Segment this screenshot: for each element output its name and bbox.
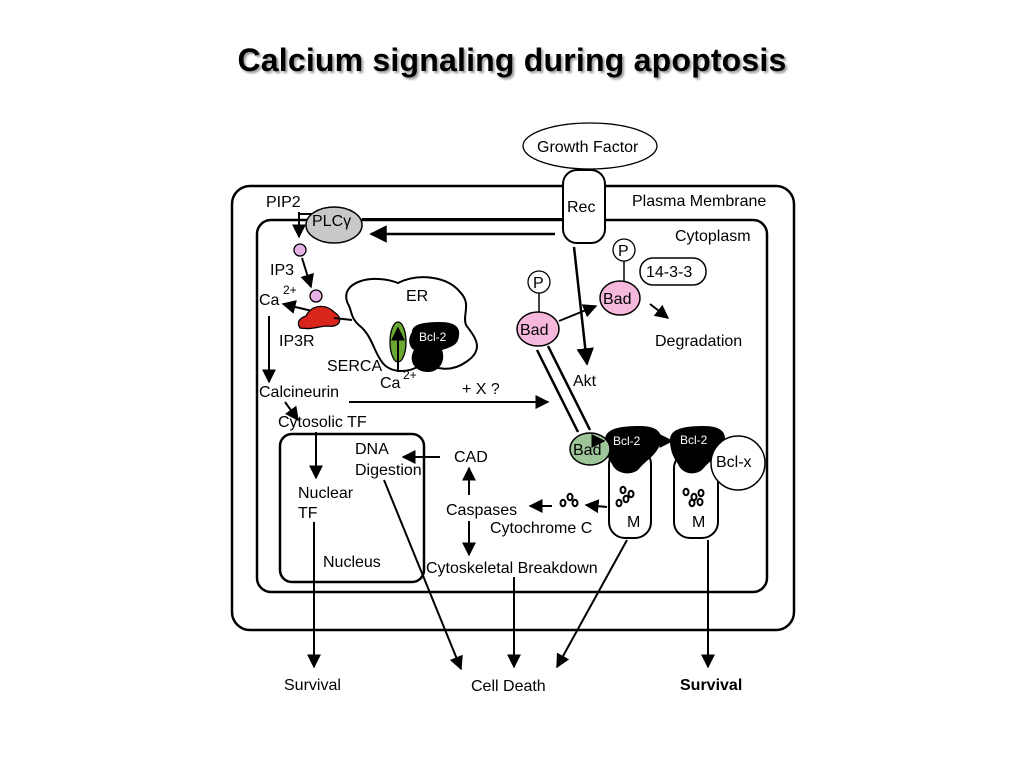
ca-bottom-superscript: 2+ xyxy=(403,368,417,382)
bcl2-mito-1-shape xyxy=(605,426,662,474)
dna-to-cell-death-arrow xyxy=(383,479,463,671)
slide-title: Calcium signaling during apoptosis xyxy=(237,42,787,78)
er-label: ER xyxy=(406,288,428,305)
plasma-membrane-label: Plasma Membrane xyxy=(632,193,766,210)
serca-label: SERCA xyxy=(327,358,382,375)
plc-gamma-shape xyxy=(305,206,363,244)
cytoplasm-label: Cytoplasm xyxy=(675,228,751,245)
ip3r-stalk-line xyxy=(333,317,353,321)
nuclear-tf-line2: TF xyxy=(298,505,318,522)
mito-2-cytochrome-dots xyxy=(682,487,705,508)
ca-left-superscript: 2+ xyxy=(283,283,297,297)
mito-1-label: M xyxy=(627,514,640,531)
ip3-arrow xyxy=(300,257,314,289)
ca-bottom-label: Ca xyxy=(380,375,401,392)
bad-to-degradation-arrow xyxy=(649,303,670,319)
pip2-label: PIP2 xyxy=(266,194,301,211)
bad-to-mito-line-a xyxy=(535,349,580,433)
bcl2-mito-2-shape xyxy=(670,426,726,474)
plus-x-label: + X ? xyxy=(462,381,500,398)
cytochrome-c-label: Cytochrome C xyxy=(490,520,592,537)
bcl2-er-label: Bcl-2 xyxy=(419,330,447,344)
mito-1-cytochrome-dots xyxy=(615,485,635,508)
receptor-label: Rec xyxy=(567,199,595,216)
survival-right-label: Survival xyxy=(680,677,742,694)
plc-gamma-label: PLCγ xyxy=(312,213,351,230)
bclx-label: Bcl-x xyxy=(716,454,752,471)
protein-14-3-3-shape xyxy=(639,257,707,286)
cell-death-label: Cell Death xyxy=(471,678,546,695)
mito-1-to-cell-death-arrow xyxy=(556,539,628,669)
cytosolic-tf-label: Cytosolic TF xyxy=(278,414,367,431)
bcl2-mito-1-label: Bcl-2 xyxy=(613,434,641,448)
ip3r-channel xyxy=(297,305,341,330)
ip3r-release-arrow xyxy=(281,300,313,314)
ca-left-label: Ca xyxy=(259,292,280,309)
mito-to-cytochrome-arrow xyxy=(584,499,608,514)
dna-digestion-line1: DNA xyxy=(355,441,389,458)
nuclear-tf-line1: Nuclear xyxy=(298,485,354,502)
bad-phos-right-shape xyxy=(599,280,641,316)
p-left-label: P xyxy=(533,275,544,292)
nucleus-outline xyxy=(278,432,426,584)
ip3r-label: IP3R xyxy=(279,333,315,350)
p-top-label: P xyxy=(618,243,629,260)
bad-phos-left-shape xyxy=(516,311,560,347)
bcl2-mito-2-label: Bcl-2 xyxy=(680,433,708,447)
degradation-label: Degradation xyxy=(655,333,742,350)
ip3-vesicle xyxy=(293,243,307,257)
survival-left-label: Survival xyxy=(284,677,341,694)
protein-14-3-3-label: 14-3-3 xyxy=(646,264,692,281)
growth-factor-label: Growth Factor xyxy=(537,139,639,156)
receptor-to-akt-arrow xyxy=(572,246,594,366)
bad-to-mito-line-b xyxy=(546,345,592,431)
ip3-label: IP3 xyxy=(270,262,294,279)
bad-phos-left-label: Bad xyxy=(520,322,548,339)
ip3-bound-vesicle xyxy=(309,289,323,303)
bad-to-14-3-3-arrow xyxy=(558,304,598,322)
caspases-label: Caspases xyxy=(446,502,517,519)
calcineurin-to-tf-arrow xyxy=(284,401,299,422)
bclx-shape xyxy=(710,435,766,491)
bcl2-er-shape xyxy=(409,322,460,372)
cad-label: CAD xyxy=(454,449,488,466)
dna-digestion-line2: Digestion xyxy=(355,462,422,479)
nucleus-label: Nucleus xyxy=(323,554,381,571)
akt-label: Akt xyxy=(573,373,597,390)
calcineurin-label: Calcineurin xyxy=(259,384,339,401)
bad-phos-right-label: Bad xyxy=(603,291,631,308)
cytoskeletal-breakdown-label: Cytoskeletal Breakdown xyxy=(426,560,598,577)
cytochrome-c-dots xyxy=(559,492,579,508)
receptor-shape xyxy=(562,169,606,244)
bad-mito-label: Bad xyxy=(573,442,601,459)
mito-2-label: M xyxy=(692,514,705,531)
